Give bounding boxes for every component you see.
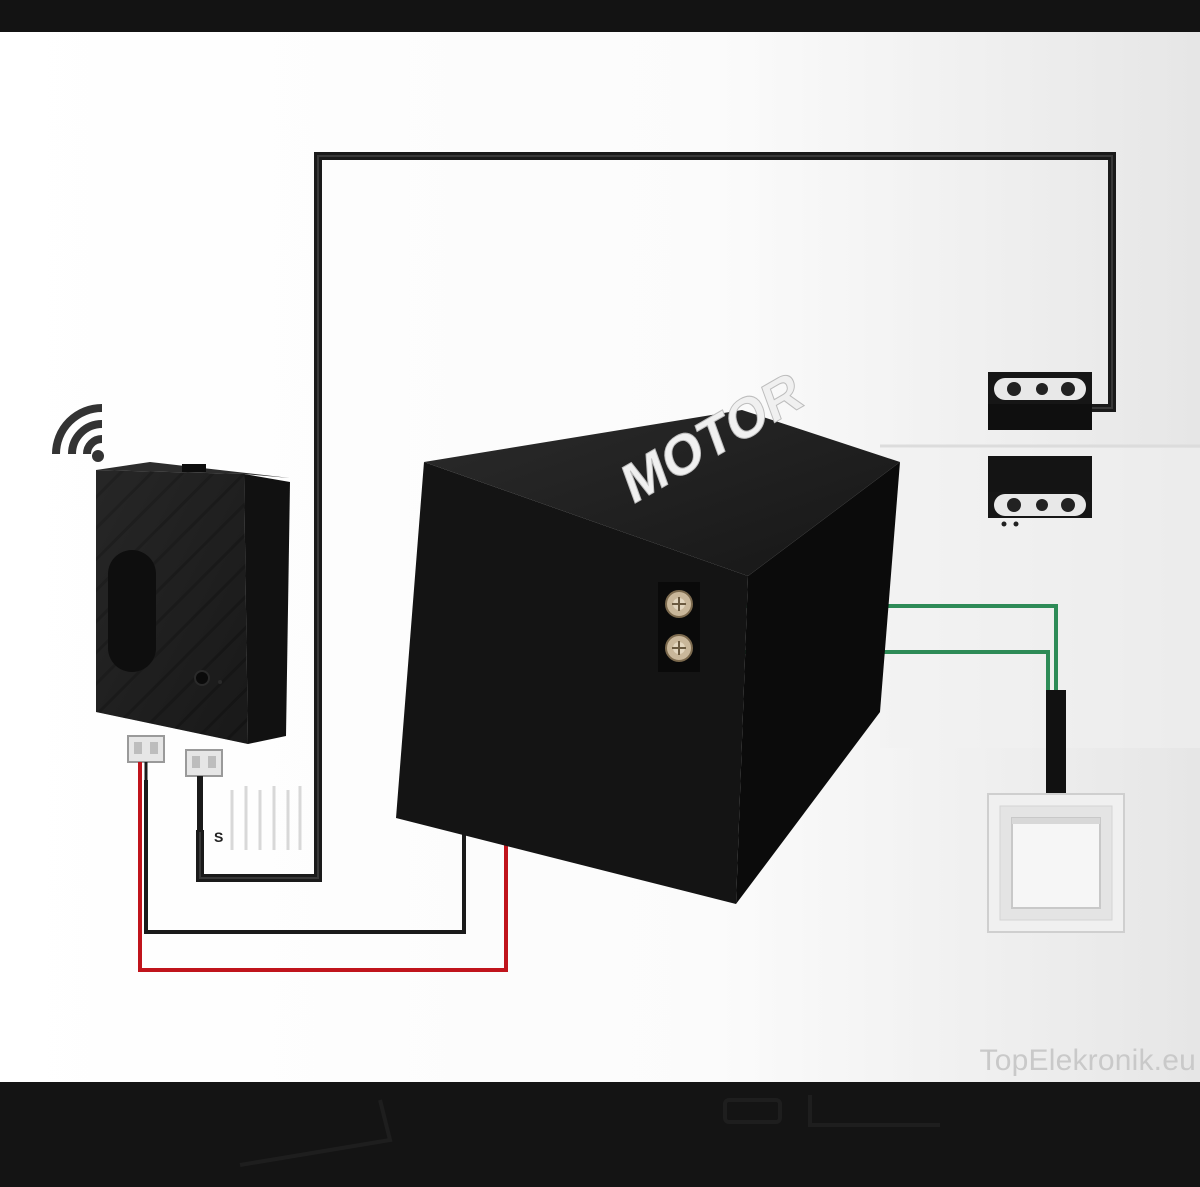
status-led <box>194 670 210 686</box>
connector-icon <box>185 749 223 777</box>
bottom-frame-bar <box>0 1082 1200 1187</box>
terminal-screw-icon <box>665 590 693 618</box>
motor-side-face <box>736 462 900 904</box>
motor-top-face <box>424 410 900 576</box>
controller-button <box>108 550 156 672</box>
watermark-text: TopElekronik.eu <box>979 1044 1196 1077</box>
wifi-icon <box>52 404 104 462</box>
top-frame-bar <box>0 0 1200 32</box>
controller-device <box>96 462 290 744</box>
pin-label: S <box>214 829 223 845</box>
connector-icon <box>127 735 165 763</box>
wall-switch-icon <box>987 793 1125 933</box>
motor-front-face <box>396 462 748 904</box>
magnetic-sensor-icon <box>988 372 1092 430</box>
terminal-screw-icon <box>665 634 693 662</box>
motor-terminal-block <box>658 582 700 672</box>
switch-cable <box>1046 690 1066 794</box>
bottom-bar-shapes <box>239 1095 940 1167</box>
pin-marks <box>230 786 302 850</box>
magnet-part-icon <box>988 456 1092 527</box>
